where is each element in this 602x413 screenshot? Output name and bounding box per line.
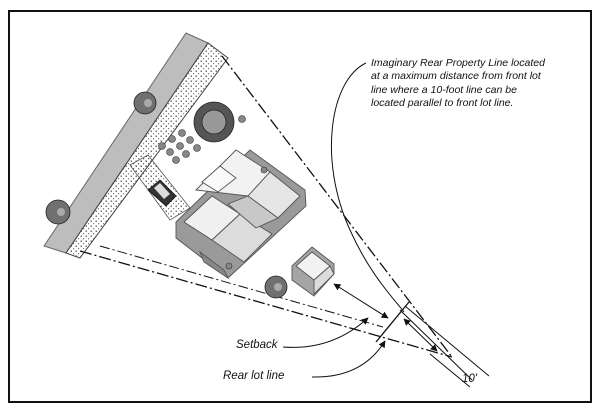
side-lot-line-right [221, 55, 453, 358]
setback-label: Setback [236, 339, 278, 351]
dimension-10ft [399, 305, 490, 388]
lot-boundary [79, 55, 453, 358]
main-house [175, 149, 307, 280]
diagram-frame [8, 10, 592, 403]
setback-line [99, 245, 384, 328]
car [147, 179, 177, 207]
imaginary-rear-line-note: Imaginary Rear Property Line located at … [371, 57, 545, 110]
setback-leader [282, 317, 369, 348]
setback-dimension-arrow [333, 283, 389, 319]
street [43, 32, 229, 259]
note-leader [330, 62, 405, 313]
side-lot-line-left [79, 250, 453, 358]
trees [45, 91, 288, 299]
leader-lines [282, 62, 405, 378]
rear-lot-line [375, 301, 410, 343]
accessory-building [291, 246, 335, 297]
rear-lot-line-label: Rear lot line [223, 370, 285, 382]
dimension-label: 10' [462, 373, 477, 385]
rear-lot-line-leader [311, 340, 386, 378]
shrubs [158, 115, 268, 270]
